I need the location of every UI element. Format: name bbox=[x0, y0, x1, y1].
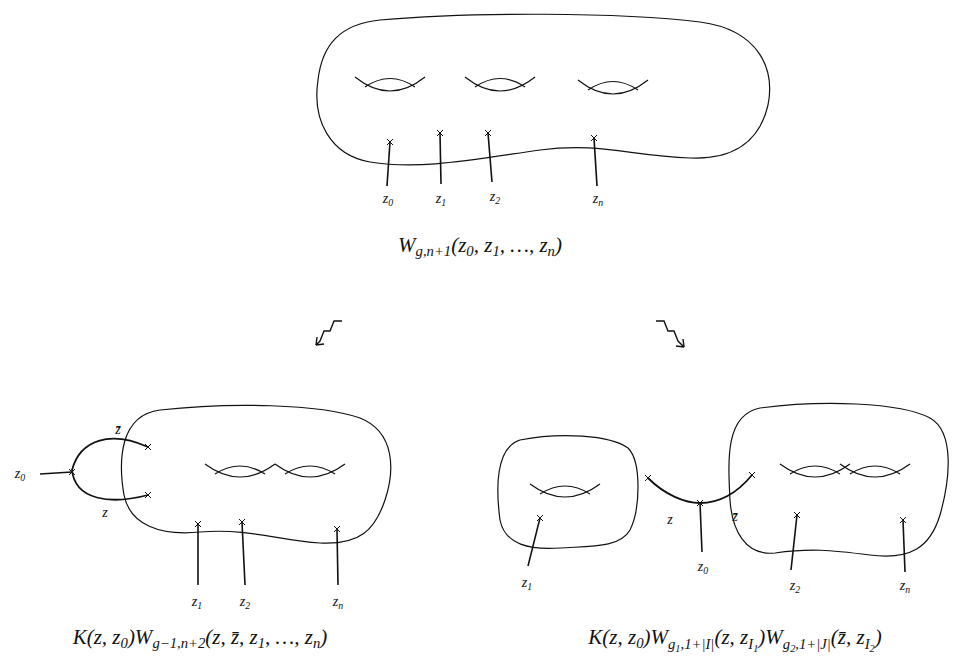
subscript: 0 bbox=[20, 472, 25, 483]
surface-outline bbox=[121, 405, 390, 543]
point-label: z̄ bbox=[115, 422, 120, 437]
formula-caption: Wg,n+1(z0, z1, …, zn) bbox=[398, 234, 562, 257]
subscript: 2 bbox=[245, 600, 250, 611]
point-label: z1 bbox=[522, 575, 532, 590]
marked-point-leg bbox=[198, 522, 338, 585]
point-label: zn bbox=[900, 578, 910, 593]
marked-point-leg bbox=[387, 133, 597, 186]
surface-outline bbox=[498, 436, 638, 549]
genus-hole bbox=[780, 464, 910, 477]
marked-point bbox=[387, 130, 597, 145]
point-label: z1 bbox=[436, 191, 446, 206]
propagator-arc bbox=[648, 475, 752, 503]
subscript: 2 bbox=[795, 584, 800, 595]
point-label: z̄ bbox=[732, 509, 737, 524]
propagator-arc bbox=[72, 439, 148, 500]
formula-caption: K(z, z0)Wg1,1+|I|(z, zI1)Wg2,1+|J|(z̄, z… bbox=[588, 626, 881, 649]
subscript: g,n+1 bbox=[416, 244, 452, 260]
subscript: n bbox=[548, 244, 555, 260]
subscript: 0 bbox=[636, 636, 643, 652]
subscript: 2 bbox=[870, 643, 875, 654]
marked-point-leg bbox=[528, 515, 905, 572]
formula-caption: K(z, z0)Wg−1,n+2(z, z̄, z1, …, zn) bbox=[73, 626, 328, 649]
marked-point bbox=[537, 472, 906, 523]
marked-point bbox=[69, 444, 340, 532]
genus-hole bbox=[530, 484, 600, 497]
subscript: n bbox=[338, 600, 343, 611]
squiggle-arrow bbox=[316, 321, 684, 347]
subscript: 1 bbox=[197, 600, 202, 611]
marked-point-leg bbox=[40, 472, 72, 474]
subscript: 1 bbox=[441, 197, 446, 208]
subscript: 0 bbox=[466, 244, 473, 260]
subscript: 0 bbox=[121, 636, 128, 652]
subscript: n bbox=[598, 197, 603, 208]
subscript: 1 bbox=[753, 643, 758, 654]
point-label: zn bbox=[593, 191, 603, 206]
genus-hole bbox=[205, 464, 345, 477]
subscript: n bbox=[313, 636, 320, 652]
subscript: g−1,n+2 bbox=[152, 636, 205, 652]
subscript: 1 bbox=[675, 643, 680, 654]
subscript: 1 bbox=[492, 244, 499, 260]
point-label: z0 bbox=[698, 559, 708, 574]
point-label: z2 bbox=[790, 578, 800, 593]
surface-outline bbox=[317, 14, 770, 165]
surface-outline bbox=[729, 403, 948, 556]
subscript: I1 bbox=[748, 636, 758, 652]
subscript: g2,1+|J| bbox=[783, 636, 831, 652]
point-label: z1 bbox=[192, 594, 202, 609]
point-label: z bbox=[667, 512, 672, 527]
point-label: z2 bbox=[490, 189, 500, 204]
marked-point-leg bbox=[700, 503, 702, 552]
point-label: z0 bbox=[383, 191, 393, 206]
subscript: n bbox=[905, 584, 910, 595]
genus-hole bbox=[355, 77, 648, 94]
subscript: 2 bbox=[790, 643, 795, 654]
subscript: 1 bbox=[527, 581, 532, 592]
subscript: 0 bbox=[703, 565, 708, 576]
subscript: I2 bbox=[865, 636, 875, 652]
point-label: z0 bbox=[15, 466, 25, 481]
point-label: z2 bbox=[240, 594, 250, 609]
point-label: zn bbox=[333, 594, 343, 609]
subscript: 1 bbox=[258, 636, 265, 652]
subscript: g1,1+|I| bbox=[668, 636, 714, 652]
subscript: 0 bbox=[388, 197, 393, 208]
subscript: 2 bbox=[495, 195, 500, 206]
point-label: z bbox=[102, 505, 107, 520]
